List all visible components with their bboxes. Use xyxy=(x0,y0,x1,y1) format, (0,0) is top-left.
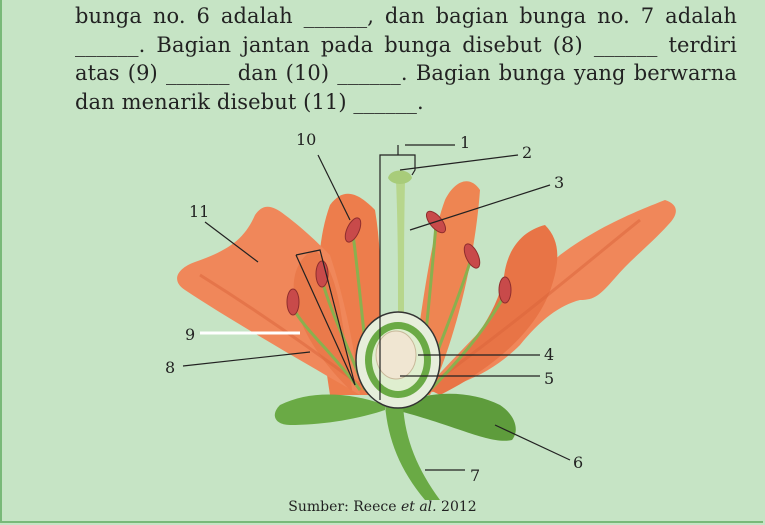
flower-diagram: 1 2 3 4 5 6 7 8 9 10 11 xyxy=(165,130,676,500)
petal-front-left xyxy=(293,250,352,390)
figure-caption: Sumber: Reece et al. 2012 xyxy=(0,499,765,515)
ovule xyxy=(375,330,417,380)
petal-shadow xyxy=(199,273,361,387)
label-7: 7 xyxy=(470,466,480,485)
question-paragraph: bunga no. 6 adalah ______, dan bagian bu… xyxy=(75,2,737,116)
label-11: 11 xyxy=(189,202,209,221)
label-9: 9 xyxy=(185,325,195,344)
paragraph-line-3: atas (9) ______ dan (10) ______. Bagian … xyxy=(75,61,737,85)
label-10: 10 xyxy=(296,130,316,149)
label-2: 2 xyxy=(522,143,532,162)
label-1: 1 xyxy=(460,133,470,152)
caption-italic: et al. xyxy=(400,499,437,515)
label-6: 6 xyxy=(573,453,583,472)
paragraph-line-2: ______. Bagian jantan pada bunga disebut… xyxy=(75,32,737,57)
pistil-style xyxy=(396,180,405,315)
caption-prefix: Sumber: Reece xyxy=(288,499,401,515)
label-8: 8 xyxy=(165,358,175,377)
petal-front-right xyxy=(430,225,558,395)
pistil-stigma xyxy=(388,170,412,184)
leader-lines xyxy=(182,144,571,471)
label-3: 3 xyxy=(554,173,564,192)
sepal-left xyxy=(274,394,385,425)
paragraph-line-4: dan menarik disebut (11) ______. xyxy=(75,89,424,114)
label-5: 5 xyxy=(544,369,554,388)
stem xyxy=(385,405,440,500)
caption-suffix: 2012 xyxy=(436,499,477,515)
label-4: 4 xyxy=(544,345,554,364)
anthers xyxy=(286,210,512,316)
paragraph-line-1: bunga no. 6 adalah ______, dan bagian bu… xyxy=(75,4,737,28)
petal-shadow-right xyxy=(429,218,641,387)
sepal-right xyxy=(395,393,516,441)
